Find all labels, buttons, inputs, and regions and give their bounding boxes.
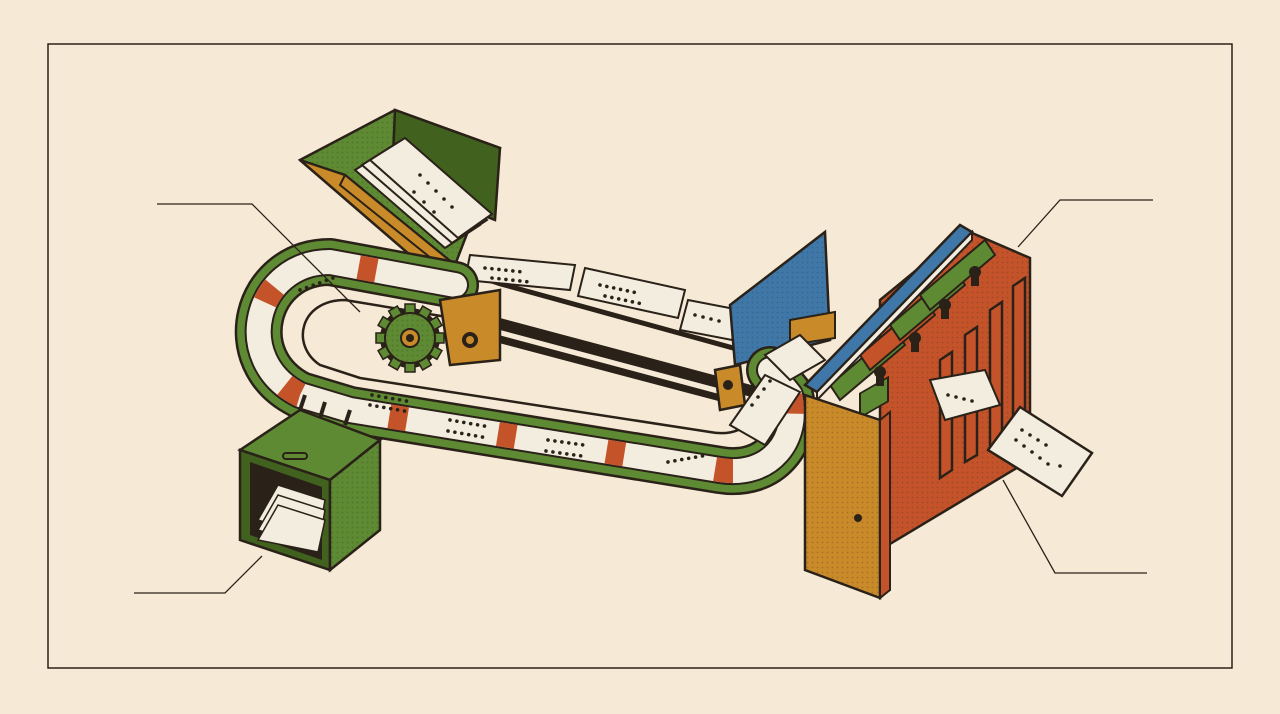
callout-line-bottom-right xyxy=(1002,479,1147,574)
card-hopper xyxy=(297,108,502,277)
sorter-cabinet xyxy=(802,223,1032,601)
transfer-cards xyxy=(728,333,827,447)
ejected-card xyxy=(986,405,1094,498)
reader-panel xyxy=(728,229,836,367)
drive-gear xyxy=(375,288,747,412)
sorter-pockets xyxy=(828,238,997,420)
frame-border xyxy=(47,43,1233,669)
conveyor-belt xyxy=(234,238,816,496)
output-bin xyxy=(237,394,383,573)
callout-line-bottom-left xyxy=(134,555,263,594)
callout-leaders xyxy=(134,199,1153,594)
hopper-card-stack xyxy=(353,136,494,250)
output-card-stack xyxy=(256,484,326,553)
callout-line-top-right xyxy=(1017,199,1153,248)
callout-line-top-left xyxy=(157,203,361,313)
track-rails xyxy=(454,268,791,412)
